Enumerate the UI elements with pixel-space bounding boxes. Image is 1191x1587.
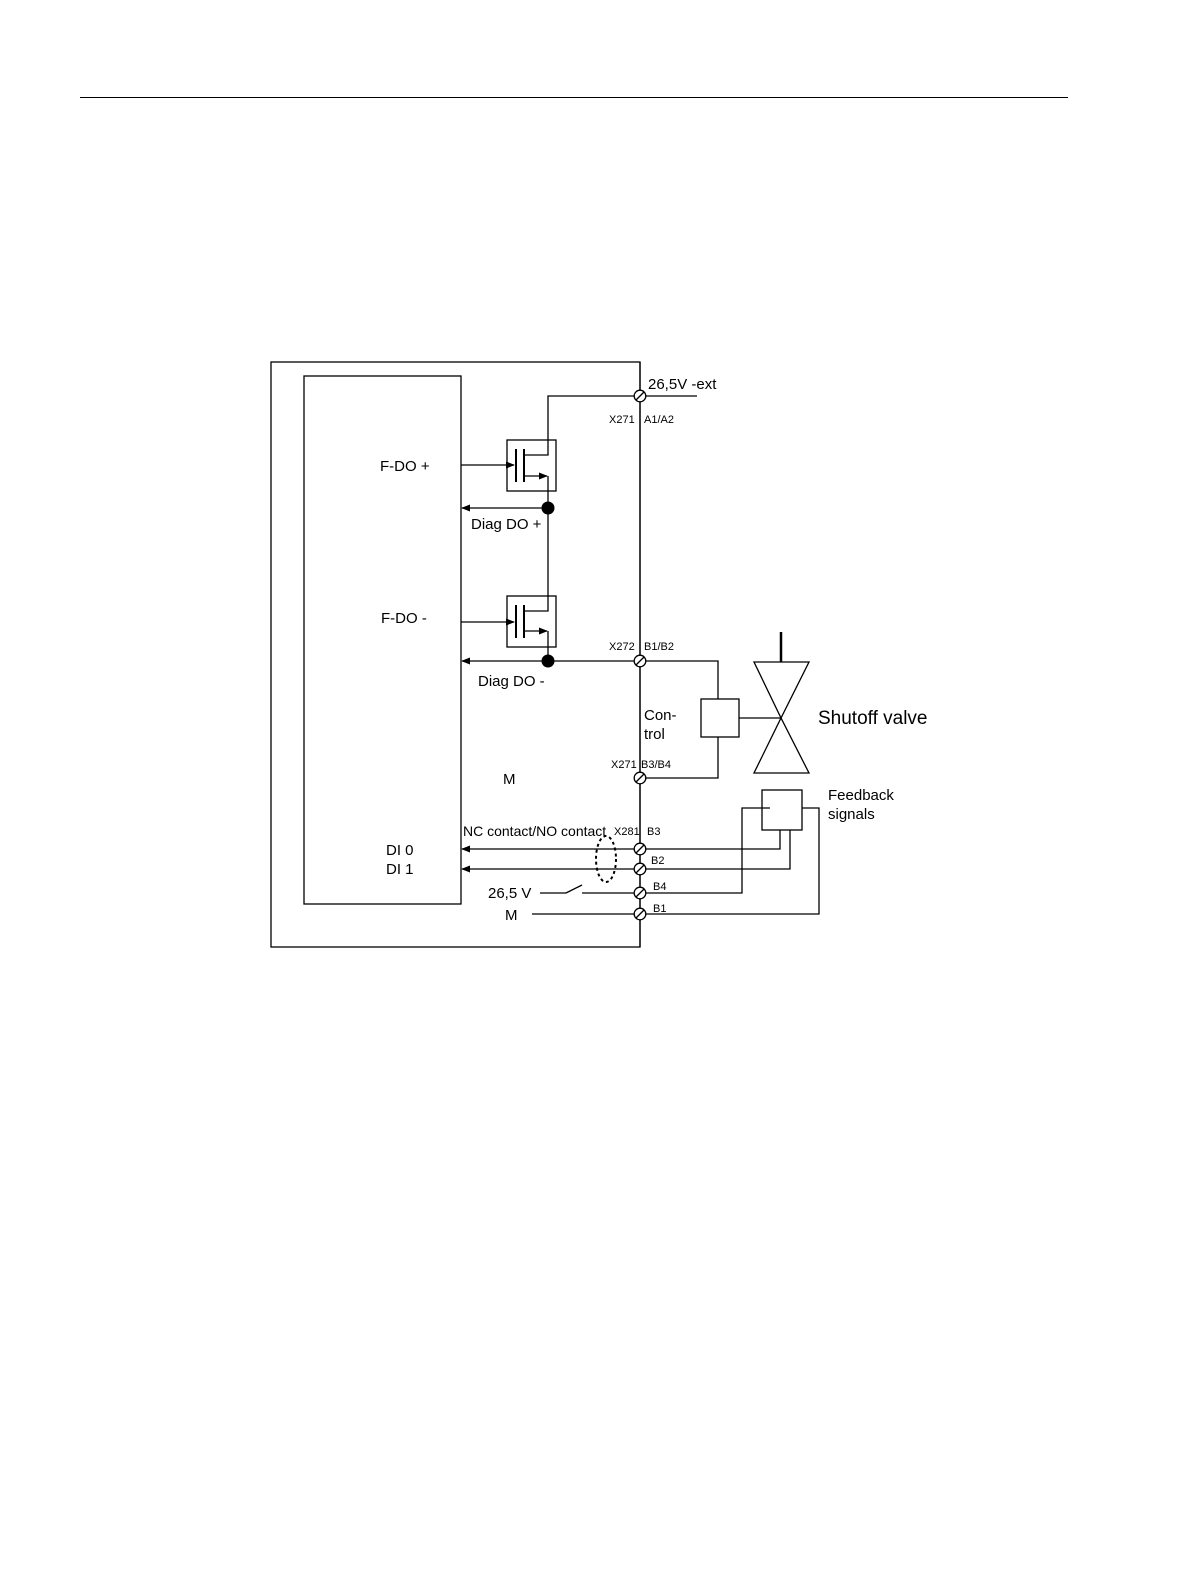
module-outer-frame (271, 362, 640, 947)
label-x272: X272 (609, 641, 635, 653)
module-logic-block (304, 376, 461, 904)
label-ground-m: M (503, 771, 516, 788)
label-supply-26v: 26,5 V (488, 885, 531, 902)
label-ext-supply: 26,5V -ext (648, 376, 717, 393)
x272-to-control-wire (640, 661, 718, 699)
feedback-b3-wire (640, 830, 780, 849)
switch-fdo-plus (507, 440, 556, 491)
contact-bundle-marker (596, 836, 616, 882)
label-b1b2: B1/B2 (644, 641, 674, 653)
label-control-2: trol (644, 726, 665, 743)
label-b3b4: B3/B4 (641, 759, 671, 771)
terminal-x281-b2 (634, 863, 646, 875)
switch-fdo-minus (507, 596, 556, 647)
label-di1: DI 1 (386, 861, 414, 878)
label-b2: B2 (651, 855, 664, 867)
terminal-x281-b3 (634, 843, 646, 855)
feedback-box (762, 790, 802, 830)
control-to-x271b-wire (640, 737, 718, 778)
terminal-x281-b1 (634, 908, 646, 920)
terminal-x271-a1a2 (634, 390, 646, 402)
label-diag-do-minus: Diag DO - (478, 673, 545, 690)
label-f-do-plus: F-DO + (380, 458, 430, 475)
label-b4: B4 (653, 881, 666, 893)
label-feedback-2: signals (828, 806, 875, 823)
label-x271-b: X271 (611, 759, 637, 771)
label-contact-type: NC contact/NO contact (463, 823, 606, 839)
label-x281: X281 (614, 826, 640, 838)
label-f-do-minus: F-DO - (381, 610, 427, 627)
label-shutoff-valve: Shutoff valve (818, 708, 928, 729)
label-b3: B3 (647, 826, 660, 838)
terminal-x272-b1b2 (634, 655, 646, 667)
control-box (701, 699, 739, 737)
label-diag-do-plus: Diag DO + (471, 516, 542, 533)
label-ground-m2: M (505, 907, 518, 924)
supply-26v-switch (566, 885, 582, 893)
label-b1: B1 (653, 903, 666, 915)
label-x271-a: X271 (609, 414, 635, 426)
label-a1a2: A1/A2 (644, 414, 674, 426)
terminal-x281-b4 (634, 887, 646, 899)
label-feedback-1: Feedback (828, 787, 894, 804)
shutoff-valve-symbol (754, 632, 809, 773)
terminal-x271-b3b4 (634, 772, 646, 784)
label-control-1: Con- (644, 707, 677, 724)
label-di0: DI 0 (386, 842, 414, 859)
